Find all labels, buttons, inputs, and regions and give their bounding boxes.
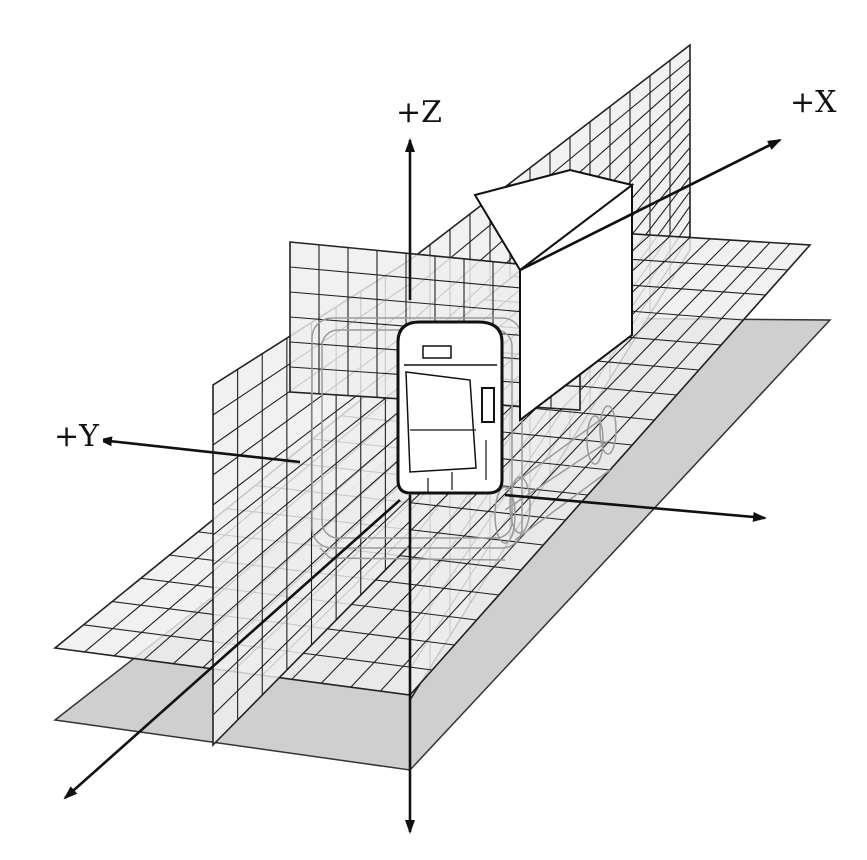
plane-yz-gridline bbox=[212, 497, 411, 686]
plane-yz-gridline bbox=[212, 473, 411, 656]
y-axis-positive bbox=[98, 436, 301, 464]
ghost-chassis bbox=[311, 317, 617, 561]
x-axis-negative bbox=[63, 499, 401, 800]
z-axis-label: +Z bbox=[392, 96, 446, 130]
y-axis-negative bbox=[504, 493, 767, 522]
x-axis-label: +X bbox=[786, 86, 841, 120]
x-axis-positive bbox=[519, 138, 782, 272]
axis-lines bbox=[63, 138, 782, 834]
y-axis-label: +Y bbox=[50, 420, 103, 454]
plane-yz-gridline bbox=[212, 449, 411, 626]
plane-yz-gridline bbox=[212, 520, 411, 716]
truck-cab-icon bbox=[311, 168, 635, 561]
